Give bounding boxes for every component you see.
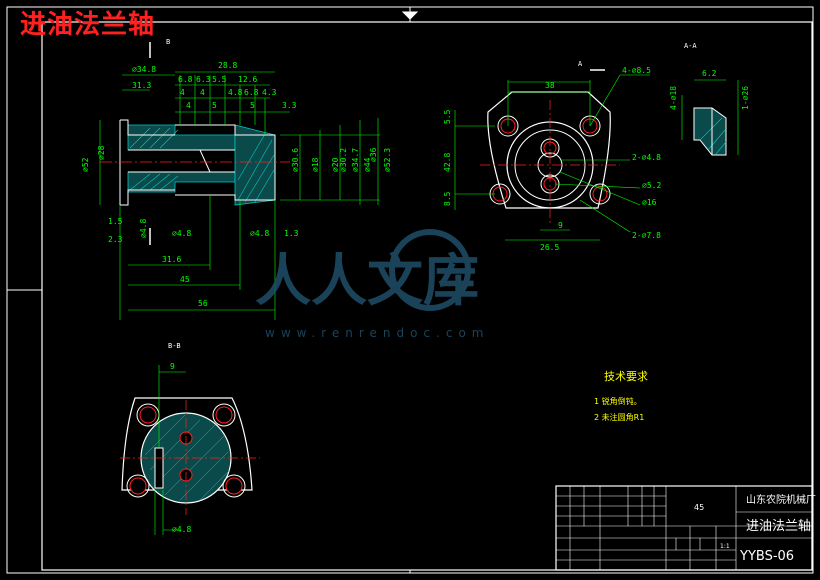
view-bb-label: B-B: [168, 342, 181, 350]
dim-side-10: 2-⌀7.8: [632, 231, 661, 240]
dim-front-7: 4: [180, 88, 185, 97]
dim-side-4: 9: [558, 221, 563, 230]
dim-front-18: ⌀18: [311, 157, 320, 172]
dim-side-3: 8.5: [443, 191, 452, 206]
dim-front-23: ⌀36: [369, 147, 378, 162]
dim-side-1: 5.5: [443, 109, 452, 124]
dim-side-6: 4-⌀8.5: [622, 66, 651, 75]
dim-front-22: ⌀44: [363, 157, 372, 172]
dim-side-2: 42.8: [443, 153, 452, 172]
tb-drawing-no: YYBS-06: [739, 549, 794, 564]
dim-side-9: ⌀16: [642, 198, 657, 207]
dim-side-8: ⌀5.2: [642, 181, 661, 190]
frame-ticks: [7, 7, 813, 573]
dim-side-0: 38: [545, 81, 555, 90]
dim-front-25: ⌀52.3: [383, 148, 392, 172]
section-a-mark: A: [578, 60, 583, 68]
dim-side-7: 2-⌀4.8: [632, 153, 661, 162]
side-view: 38 5.5 42.8 8.5 9 26.5 4-⌀8.5 2-⌀4.8 ⌀5.…: [443, 60, 661, 252]
watermark-url: www.renrendoc.com: [265, 326, 489, 340]
dim-front-20: ⌀30.2: [339, 148, 348, 172]
dim-front-27: 2.3: [108, 235, 123, 244]
view-aa: A-A 6.2 4-⌀18 1-⌀26: [669, 42, 750, 156]
dim-front-21: ⌀34.7: [351, 148, 360, 172]
tech-req-item-2: 2 未注圆角R1: [594, 412, 644, 422]
dim-front-17: ⌀30.6: [291, 148, 300, 172]
dim-front-0: ⌀34.8: [132, 65, 156, 74]
dim-side-5: 26.5: [540, 243, 559, 252]
dim-front-30: ⌀4.8: [250, 229, 269, 238]
dim-front-6: 12.6: [238, 75, 257, 84]
inner-frame: [41, 21, 813, 571]
tech-requirements: 技术要求 1 锐角倒钝。 2 未注圆角R1: [594, 370, 648, 422]
title-block: 45 山东农院机械厂 进油法兰轴 1:1 YYBS-06: [555, 485, 816, 571]
dim-front-33: 45: [180, 275, 190, 284]
dim-front-34: 56: [198, 299, 208, 308]
dim-front-26: 1.5: [108, 217, 123, 226]
dim-front-15: 3.3: [282, 101, 297, 110]
section-b-mark: B: [166, 38, 170, 46]
dim-front-1: 31.3: [132, 81, 151, 90]
dim-front-2: 28.8: [218, 61, 237, 70]
dim-bb-0: 9: [170, 362, 175, 371]
dim-front-19: ⌀20: [331, 157, 340, 172]
dim-front-31: 1.3: [284, 229, 299, 238]
dim-front-8: 4: [200, 88, 205, 97]
dim-aa-0: 6.2: [702, 69, 717, 78]
dim-front-14: 5: [250, 101, 255, 110]
dim-front-28: ⌀4.8: [139, 219, 148, 238]
tb-part-name: 进油法兰轴: [746, 519, 811, 534]
dim-front-29: ⌀4.8: [172, 229, 191, 238]
dim-front-12: 4: [186, 101, 191, 110]
dim-front-5: 5.5: [212, 75, 227, 84]
dim-front-9: 4.8: [228, 88, 243, 97]
view-bb: B-B 9 ⌀4.8: [120, 342, 260, 535]
tb-company: 山东农院机械厂: [746, 493, 816, 506]
dim-front-13: 5: [212, 101, 217, 110]
drawing-title: 进油法兰轴: [20, 10, 156, 40]
tb-material: 45: [694, 503, 704, 512]
dim-front-3: 6.8: [178, 75, 193, 84]
tech-req-item-1: 1 锐角倒钝。: [594, 396, 642, 406]
dim-front-16: ⌀28: [97, 145, 106, 160]
dim-front-4: 6.3: [196, 75, 211, 84]
dim-front-10: 6.8: [244, 88, 259, 97]
watermark: 人人文库 www.renrendoc.com: [255, 229, 489, 340]
watermark-text: 人人文库: [255, 249, 479, 314]
dim-front-11: 4.3: [262, 88, 277, 97]
tech-req-heading: 技术要求: [604, 370, 648, 383]
dim-front-32: 31.6: [162, 255, 181, 264]
front-section-view: ⌀34.8 31.3 28.8 6.8 6.3 5.5 12.6 4 4 4.8…: [81, 38, 392, 320]
view-aa-label: A-A: [684, 42, 697, 50]
dim-front-24: ⌀52: [81, 157, 90, 172]
dim-aa-2: 1-⌀26: [741, 86, 750, 110]
tb-scale: 1:1: [720, 543, 730, 550]
dim-aa-1: 4-⌀18: [669, 86, 678, 110]
dim-bb-1: ⌀4.8: [172, 525, 191, 534]
